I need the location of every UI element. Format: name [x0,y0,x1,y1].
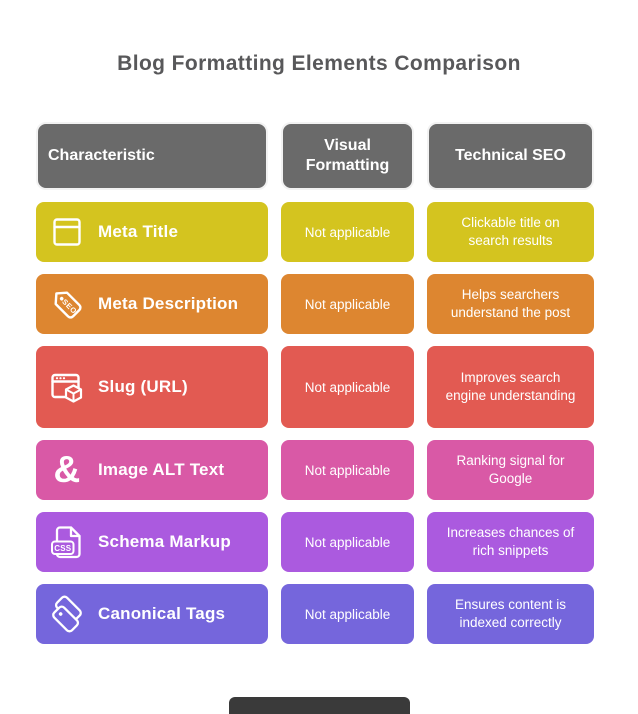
technical-seo-cell: Ranking signal for Google [427,440,594,500]
browser-window-icon [53,218,81,246]
characteristic-label: Image ALT Text [98,460,225,479]
characteristic-cell: Meta Title [36,202,268,262]
price-tags-icon [52,595,82,633]
characteristic-label: Schema Markup [98,532,231,551]
technical-seo-cell: Clickable title on search results [427,202,594,262]
characteristic-cell: Canonical Tags [36,584,268,644]
characteristic-cell: Slug (URL) [36,346,268,428]
visual-formatting-cell: Not applicable [281,584,414,644]
technical-seo-cell: Helps searchers understand the post [427,274,594,334]
css-file-icon: CSS [51,526,81,559]
watermark-bar [229,697,410,714]
characteristic-label: Canonical Tags [98,604,226,623]
visual-formatting-cell: Not applicable [281,202,414,262]
ampersand-glyph: & [54,449,81,490]
ampersand-icon: & [54,449,81,490]
visual-formatting-cell: Not applicable [281,512,414,572]
css-file-label: CSS [54,544,72,553]
seo-tag-icon: SEO [54,291,82,319]
characteristic-cell: SEO Meta Description [36,274,268,334]
visual-formatting-cell: Not applicable [281,346,414,428]
page-title: Blog Formatting Elements Comparison [117,52,521,75]
browser-cube-icon [51,373,83,403]
characteristic-cell: & Image ALT Text [36,440,268,500]
technical-seo-cell: Ensures content is indexed correctly [427,584,594,644]
header-cell-characteristic: Characteristic [36,122,268,190]
comparison-table: Characteristic Visual Formatting Technic… [36,122,594,644]
visual-formatting-cell: Not applicable [281,440,414,500]
characteristic-label: Meta Title [98,222,179,241]
characteristic-label: Slug (URL) [98,377,188,396]
technical-seo-cell: Improves search engine understanding [427,346,594,428]
header-cell-visual-formatting: Visual Formatting [281,122,414,190]
characteristic-label: Meta Description [98,294,239,313]
header-cell-technical-seo: Technical SEO [427,122,594,190]
technical-seo-cell: Increases chances of rich snippets [427,512,594,572]
characteristic-cell: CSS Schema Markup [36,512,268,572]
visual-formatting-cell: Not applicable [281,274,414,334]
